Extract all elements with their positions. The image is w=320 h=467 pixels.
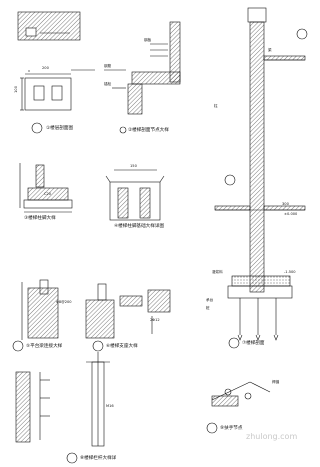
detail-6 xyxy=(85,283,171,352)
dim-b: 100 xyxy=(14,86,18,93)
dim-f: -1.500 xyxy=(284,270,296,274)
dim-h: Φ8@200 xyxy=(56,300,72,304)
caption-d1: ①楼层剖面图 xyxy=(46,126,74,131)
caption-d9: ⑨扶手节点 xyxy=(220,426,243,431)
label-column: 柱 xyxy=(214,104,218,108)
detail-7 xyxy=(214,7,308,349)
caption-d6: ⑥楼梯支座大样 xyxy=(106,344,138,349)
caption-d4: ④楼梯柱脚基础大样详图 xyxy=(114,224,165,229)
dim-a: 200 xyxy=(42,66,49,70)
label-pile-cap: 承台 xyxy=(206,298,214,302)
caption-d8: ⑧楼梯栏杆大样详 xyxy=(80,456,117,461)
detail-3 xyxy=(19,163,73,213)
dim-c: 150 xyxy=(130,164,137,168)
label-grout: 灌浆料 xyxy=(212,270,223,274)
label-pile: 桩 xyxy=(206,306,210,310)
detail-1 xyxy=(17,11,95,134)
watermark: zhulong.com xyxy=(246,432,298,441)
dim-e: ±0.000 xyxy=(284,212,298,216)
dim-j: M16 xyxy=(106,404,114,408)
dim-d: 300 xyxy=(282,202,289,206)
dim-i: C20 xyxy=(44,192,52,196)
dim-g: 2Φ12 xyxy=(150,318,160,322)
detail-4 xyxy=(105,169,165,221)
caption-d7: ⑦楼梯剖面 xyxy=(242,341,265,346)
detail-5 xyxy=(12,279,59,352)
label-anchor: 锚栓 xyxy=(104,82,112,86)
label-rebar: 钢筋 xyxy=(104,64,112,68)
label-weld: 焊缝 xyxy=(272,380,280,384)
detail-2 xyxy=(104,21,181,134)
caption-d2: ②楼梯剖面节点大样 xyxy=(128,128,169,133)
label-beam: 梁 xyxy=(268,48,272,52)
caption-d5: ⑤平台梁连接大样 xyxy=(26,344,63,349)
detail-9 xyxy=(206,381,271,434)
label-plate: 钢板 xyxy=(144,38,152,42)
caption-d3: ③楼梯柱脚大样 xyxy=(24,216,56,221)
detail-8 xyxy=(15,352,110,464)
